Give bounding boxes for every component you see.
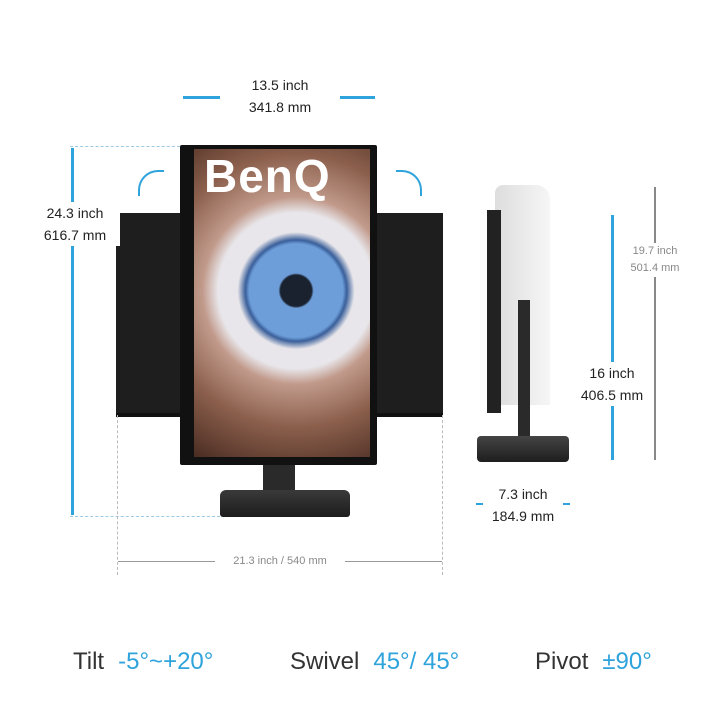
spec-pivot-value: ±90° — [602, 648, 652, 675]
spec-tilt-value: -5°~+20° — [118, 648, 214, 675]
max-height-mm: 616.7 mm — [43, 227, 107, 243]
base-depth-label: 7.3 inch 184.9 mm — [483, 483, 563, 527]
side-monitor-panel — [487, 210, 501, 413]
rotated-width-label: 21.3 inch / 540 mm — [215, 553, 345, 570]
height-adjust-inch: 16 inch — [589, 365, 635, 381]
spec-swivel-label: Swivel — [290, 648, 360, 675]
max-height-inch: 24.3 inch — [46, 205, 104, 221]
guide-left — [117, 415, 118, 575]
monitor-base — [220, 490, 350, 517]
full-height-inch: 19.7 inch — [632, 245, 678, 257]
height-adjust-label: 16 inch 406.5 mm — [572, 362, 652, 406]
brand-logo: BenQ — [204, 150, 331, 202]
side-monitor-stand — [518, 300, 530, 445]
height-adjust-mm: 406.5 mm — [580, 387, 644, 403]
spec-swivel: Swivel 45°/ 45° — [290, 648, 459, 676]
base-depth-mm: 184.9 mm — [491, 508, 555, 524]
full-height-label: 19.7 inch 501.4 mm — [620, 243, 690, 277]
spec-pivot-label: Pivot — [535, 648, 589, 675]
screen-width-inch: 13.5 inch — [251, 77, 309, 93]
monitor-screen-eye-image — [194, 149, 370, 457]
max-height-label: 24.3 inch 616.7 mm — [30, 202, 120, 246]
full-height-arrow — [654, 187, 656, 460]
max-height-arrow — [71, 148, 74, 515]
guide-right — [442, 415, 443, 575]
side-monitor-base — [477, 436, 569, 462]
spec-tilt: Tilt -5°~+20° — [73, 648, 213, 676]
spec-pivot: Pivot ±90° — [535, 648, 652, 676]
screen-width-mm: 341.8 mm — [248, 99, 312, 115]
base-depth-inch: 7.3 inch — [498, 486, 548, 502]
screen-width-label: 13.5 inch 341.8 mm — [220, 74, 340, 118]
full-height-mm: 501.4 mm — [630, 262, 680, 274]
height-adjust-arrow — [611, 215, 614, 460]
spec-tilt-label: Tilt — [73, 648, 105, 675]
rotate-right-icon — [396, 170, 422, 196]
spec-swivel-value: 45°/ 45° — [373, 648, 460, 675]
front-monitor: BenQ — [180, 145, 377, 465]
guide-bottom — [70, 516, 220, 517]
guide-top — [70, 146, 180, 147]
rotate-left-icon — [138, 170, 164, 196]
